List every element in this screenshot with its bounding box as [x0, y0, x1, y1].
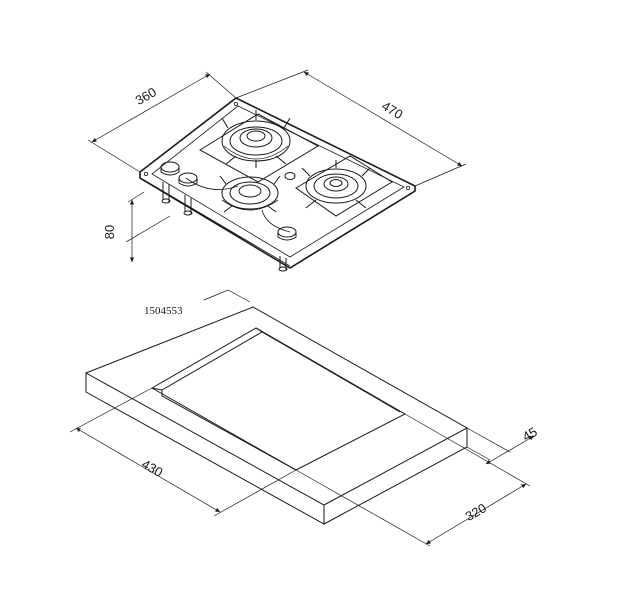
burner-front-left: [219, 175, 281, 213]
countertop-top-face: [84, 306, 469, 506]
dimension-label-width: 470: [379, 98, 405, 122]
dimension-label-depth: 360: [133, 84, 159, 108]
control-knob-left: [160, 161, 180, 176]
dimension-label-thickness: 45: [520, 424, 540, 444]
dimension-height: 80: [102, 191, 171, 263]
control-knob-middle: [178, 172, 198, 187]
dimension-label-cutout-width: 430: [139, 456, 165, 480]
countertop-front-face: [85, 373, 325, 525]
hob-plate: [139, 97, 416, 269]
cutout-drawing: [84, 306, 469, 525]
cutout-opening: [150, 327, 407, 471]
burner-front-right: [301, 160, 371, 209]
part-number: 1504553: [144, 305, 183, 317]
dimension-label-cutout-depth: 320: [463, 500, 489, 524]
dimension-label-height: 80: [102, 225, 117, 239]
burner-zone-right: [295, 155, 393, 217]
hob-feet: [161, 182, 288, 272]
dimension-depth: 360: [87, 71, 237, 173]
ignition-button: [284, 172, 296, 180]
control-knob-right: [277, 226, 297, 241]
hob-drawing: [139, 97, 416, 272]
dimension-thickness: 45: [466, 424, 540, 465]
burner-rear: [221, 110, 291, 168]
dimension-cutout-depth: 320: [295, 413, 531, 547]
burner-zone-rear: [199, 113, 320, 183]
dimension-width: 470: [235, 69, 467, 187]
